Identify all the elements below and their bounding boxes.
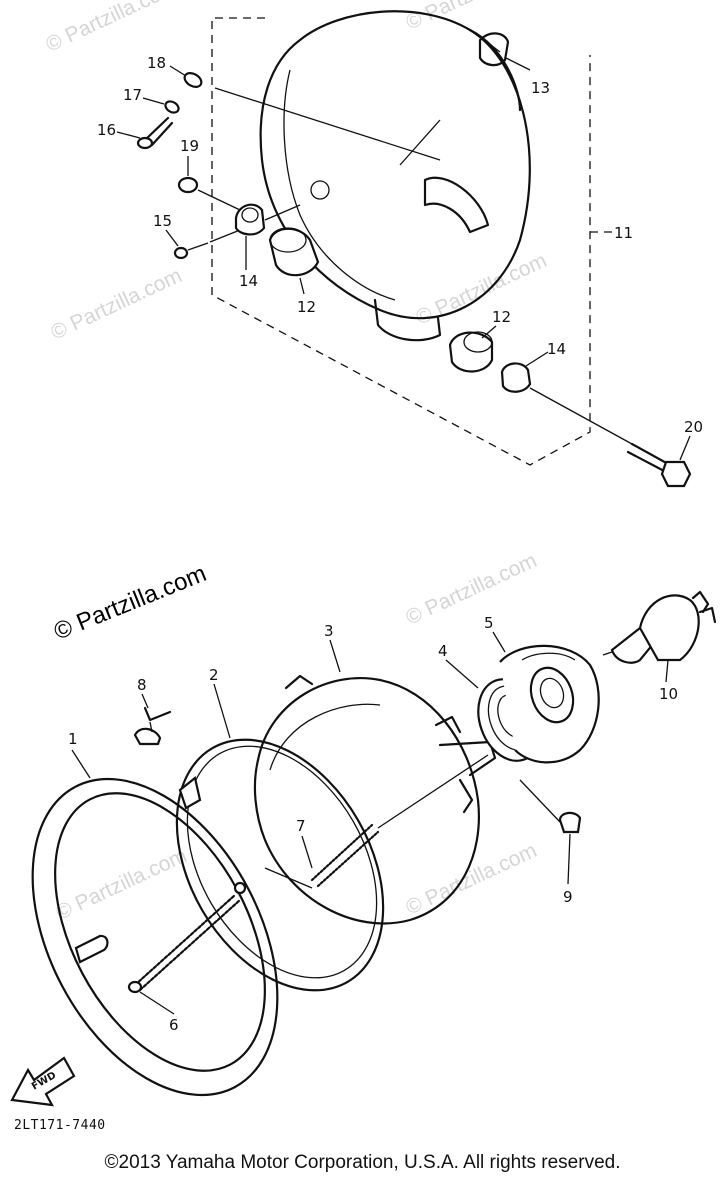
watermark-main: © Partzilla.com (50, 560, 210, 646)
callout-3: 3 (324, 622, 334, 640)
housing-assembly (136, 10, 692, 488)
callout-2: 2 (209, 666, 219, 684)
part-14-grommet-right (500, 362, 633, 445)
callout-14b: 14 (547, 340, 566, 358)
part-12-bushing-left (268, 227, 320, 277)
watermark: © Partzilla.com (47, 264, 185, 345)
front-direction-arrow: FWD (10, 1056, 76, 1107)
part-17-washer (164, 100, 180, 114)
callout-14a: 14 (239, 272, 258, 290)
callout-20: 20 (684, 418, 703, 436)
part-1-rim (31, 777, 279, 1097)
callout-18: 18 (147, 54, 166, 72)
copyright-footer: ©2013 Yamaha Motor Corporation, U.S.A. A… (104, 1152, 621, 1173)
callout-9: 9 (563, 888, 573, 906)
watermark: © Partzilla.com (402, 839, 540, 920)
part-6-screw (127, 881, 247, 994)
callout-4: 4 (438, 642, 448, 660)
callout-19: 19 (180, 137, 199, 155)
part-9-clip (519, 779, 582, 834)
headlight-unit: FWD (10, 590, 717, 1107)
watermark: © Partzilla.com (402, 0, 540, 35)
part-10-bulb (602, 590, 717, 664)
callout-1: 1 (68, 730, 78, 748)
part-20-bolt (626, 442, 692, 488)
callout-6: 6 (169, 1016, 179, 1034)
assembly-outline (211, 17, 591, 466)
watermark: © Partzilla.com (52, 844, 190, 925)
callout-12a: 12 (297, 298, 316, 316)
callout-7: 7 (296, 817, 306, 835)
callout-12b: 12 (492, 308, 511, 326)
drawing-code: 2LT171-7440 (14, 1118, 106, 1133)
part-14-grommet-left (234, 203, 301, 236)
part-5-cover (499, 644, 600, 764)
part-19-nut (177, 176, 241, 211)
callout-13: 13 (531, 79, 550, 97)
callout-8: 8 (137, 676, 147, 694)
callout-16: 16 (97, 121, 116, 139)
watermark: © Partzilla.com (42, 0, 180, 57)
part-13-clip (478, 32, 531, 71)
watermark: © Partzilla.com (402, 549, 540, 630)
part-2-ring (175, 738, 385, 992)
part-16-bolt (136, 116, 174, 150)
part-12-bushing-right (448, 331, 494, 373)
watermark-group: © Partzilla.com © Partzilla.com © Partzi… (42, 0, 550, 925)
callout-17: 17 (123, 86, 142, 104)
part-18-grommet (183, 72, 203, 88)
callout-10: 10 (659, 685, 678, 703)
housing-shell (214, 10, 531, 342)
callout-labels: 1 2 3 4 5 6 7 8 9 10 11 12 12 13 14 14 1… (68, 54, 703, 1034)
callout-11: 11 (614, 224, 633, 242)
part-15-screw (173, 229, 241, 260)
part-8-clip (133, 706, 172, 746)
part-7-screw (264, 754, 489, 889)
callout-15: 15 (153, 212, 172, 230)
callout-5: 5 (484, 614, 494, 632)
part-3-lens (253, 674, 497, 925)
